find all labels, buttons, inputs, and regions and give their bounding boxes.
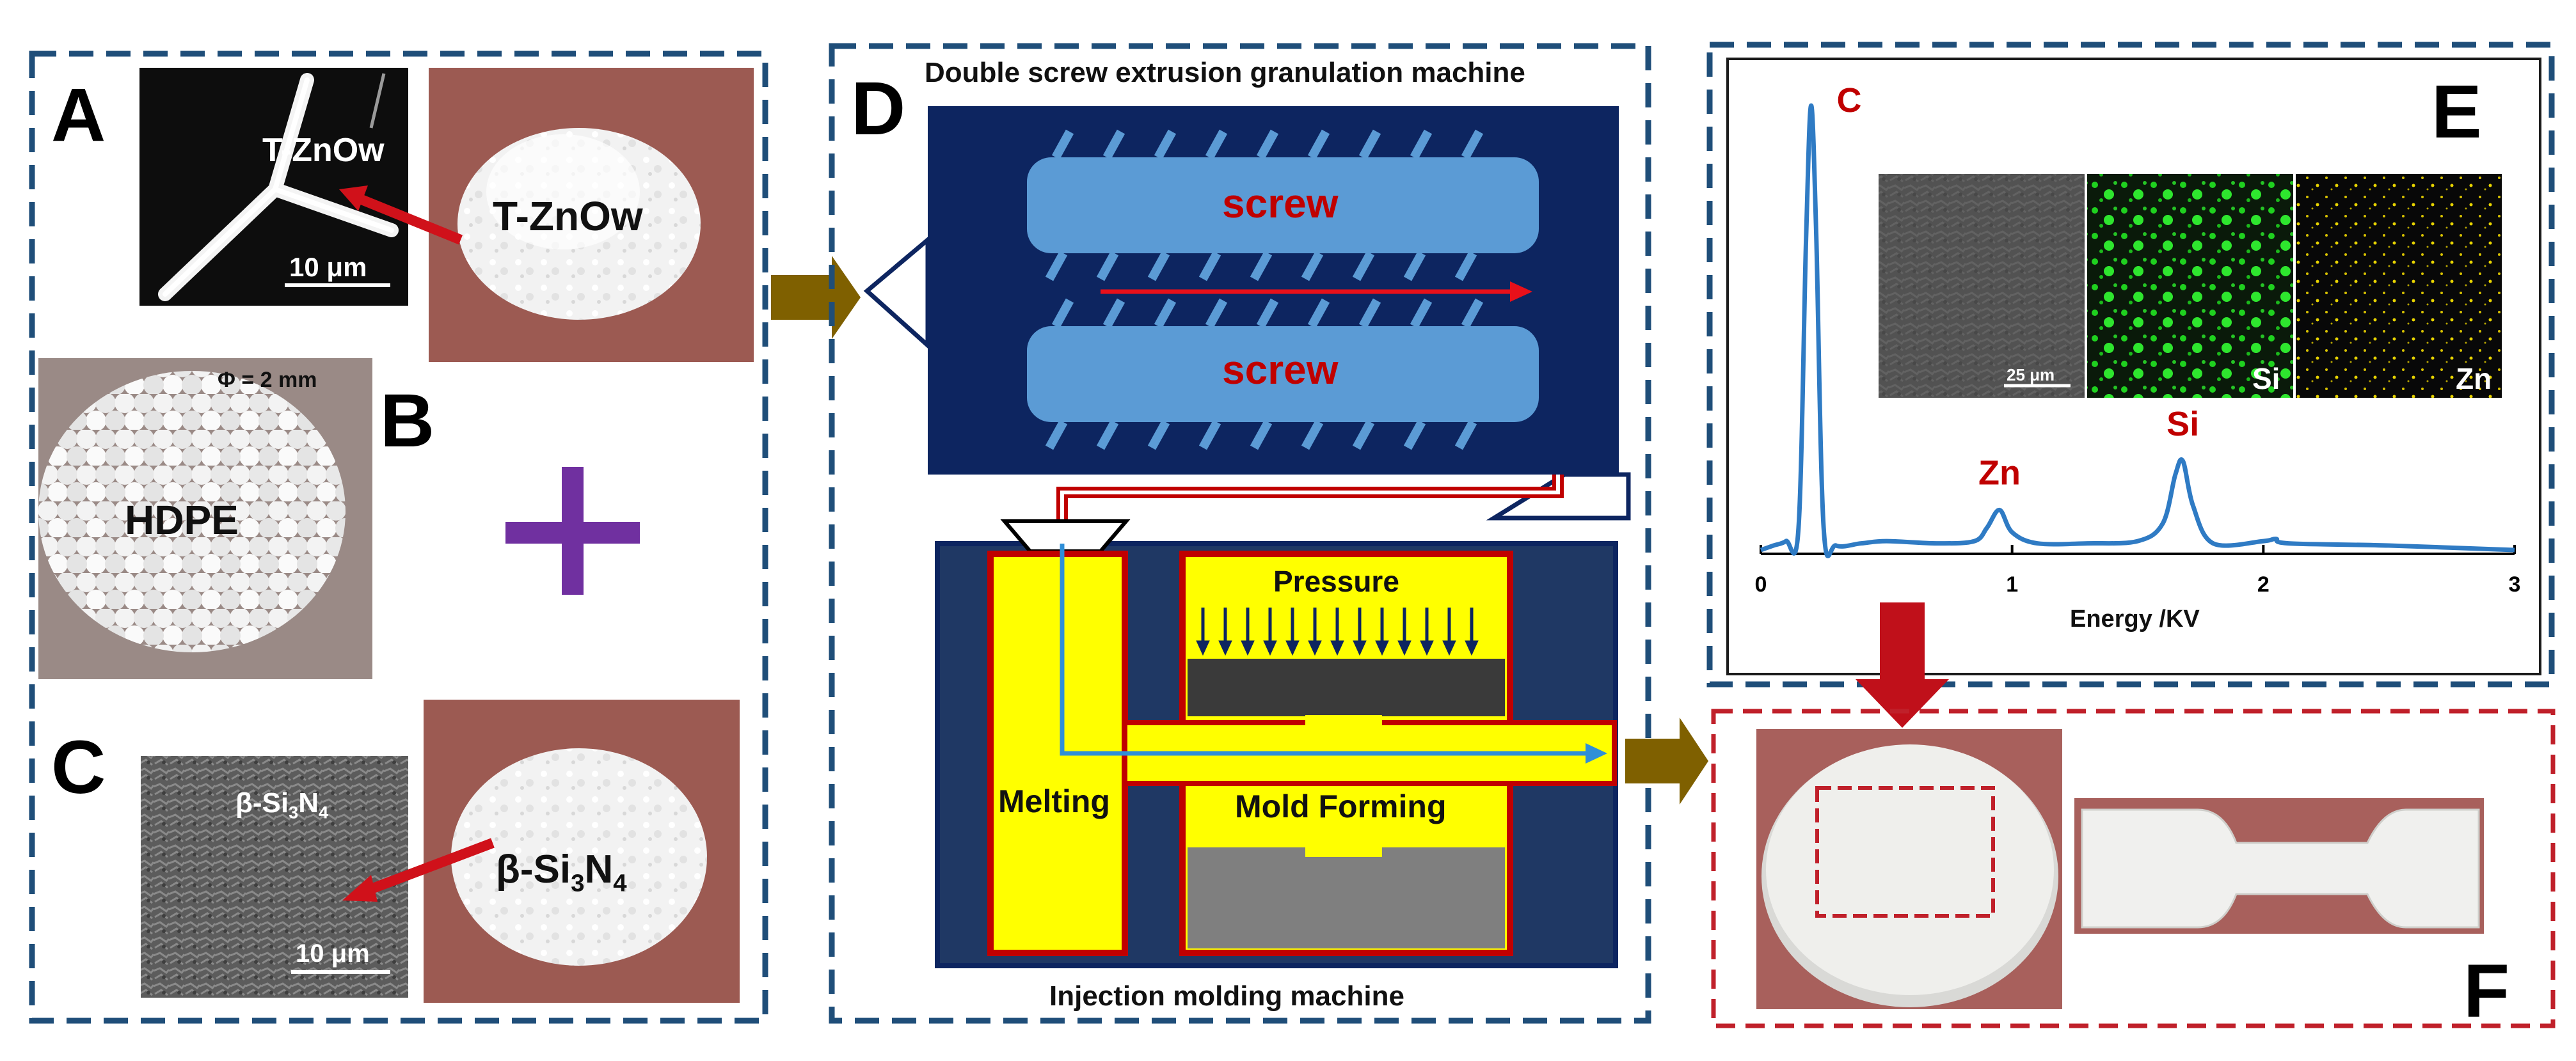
pressure-arrowhead [1465, 640, 1479, 656]
x-axis-label: Energy /KV [2070, 606, 2200, 633]
pressure-arrowhead [1218, 640, 1232, 656]
arrow-injection-to-product [1625, 718, 1708, 805]
extruder-title: Double screw extrusion granulation machi… [925, 57, 1525, 88]
melting-label: Melting [998, 783, 1110, 819]
x-tick-label: 0 [1755, 572, 1767, 597]
mold-cavity-bottom [1305, 843, 1382, 857]
sem-label-tzno: T-ZnOw [262, 132, 385, 169]
x-tick-label: 3 [2509, 572, 2521, 597]
photo-label-si3n4: β-Si3N4 [496, 847, 627, 897]
pressure-label: Pressure [1273, 565, 1399, 598]
pressure-arrowhead [1241, 640, 1255, 656]
photo-dumbbell-sample [2074, 798, 2484, 934]
screw-top-label: screw [1222, 180, 1339, 226]
melt-flow-arrowhead [1586, 743, 1607, 764]
pressure-arrowhead [1263, 640, 1277, 656]
panel-letter-d: D [851, 67, 905, 151]
x-tick-label: 1 [2006, 572, 2018, 597]
scale-bar-text-c: 10 μm [296, 939, 370, 968]
transfer-pipe [1056, 475, 1564, 536]
x-tick-label: 2 [2257, 572, 2270, 597]
disc-region-box [1815, 786, 1995, 918]
transfer-pipe-inner [1060, 475, 1560, 536]
pressure-arrowhead [1330, 640, 1344, 656]
eds-map-sem: 25 μm [1879, 174, 2085, 398]
inset-scale-text: 25 μm [2007, 365, 2055, 384]
sem-image-tzno: T-ZnOw 10 μm [139, 68, 408, 306]
upper-mold-plate [1188, 659, 1505, 716]
pressure-arrowhead [1285, 640, 1300, 656]
screw-bottom-label: screw [1222, 347, 1339, 393]
pressure-arrowhead [1442, 640, 1456, 656]
photo-tzno-powder: T-ZnOw [429, 68, 754, 362]
arrow-e-to-f-shaft [1880, 602, 1925, 679]
peak-label: Si [2167, 405, 2199, 443]
eds-map-si: Si [2087, 174, 2293, 398]
photo-hdpe-granules: HDPE Φ = 2 mm [38, 358, 372, 679]
eds-spectrum-line [1760, 103, 2515, 558]
panel-letter-a: A [51, 73, 106, 157]
panel-letter-c: C [51, 725, 106, 810]
arrow-si3n4-to-sem [369, 838, 495, 894]
inset-zn-label: Zn [2456, 362, 2492, 395]
panel-letter-f: F [2463, 949, 2509, 1033]
photo-disc-sample [1756, 729, 2062, 1009]
mold-cavity-top [1305, 715, 1382, 728]
scale-bar-text-a: 10 μm [289, 252, 367, 282]
pressure-arrowhead [1397, 640, 1411, 656]
left-panel-border [29, 51, 768, 1024]
screw-bottom: screw [1027, 298, 1539, 450]
arrowhead-si3n4 [342, 875, 378, 902]
panel-f-border [1711, 709, 2556, 1028]
sem-image-si3n4: β-Si3N4 10 μm [141, 756, 408, 998]
extruder-inlet-hopper [863, 235, 930, 350]
photo-label-tzno: T-ZnOw [493, 193, 643, 239]
pressure-arrowhead [1196, 640, 1210, 656]
lower-mold-plate [1188, 847, 1505, 948]
inset-si-label: Si [2252, 362, 2280, 395]
peak-label: C [1837, 81, 1862, 120]
screw-top: screw [1027, 129, 1539, 281]
panel-letter-b: B [380, 379, 434, 463]
panel-d-border [829, 43, 1651, 1024]
photo-label-hdpe: HDPE [125, 497, 239, 543]
plus-sign [505, 467, 640, 595]
panel-letter-e: E [2431, 70, 2482, 154]
pressure-arrows [1196, 608, 1479, 656]
pressure-arrowhead [1308, 640, 1322, 656]
diameter-label: Φ = 2 mm [218, 368, 317, 392]
flow-arrowhead-extruder [1510, 281, 1532, 302]
arrowhead-tzno [339, 185, 368, 211]
arrow-e-to-f-head [1856, 679, 1949, 728]
melt-flow-line [1060, 544, 1587, 756]
pressure-arrowhead [1353, 640, 1367, 656]
sem-label-si3n4: β-Si3N4 [235, 787, 329, 822]
mold-forming-label: Mold Forming [1235, 789, 1447, 824]
arrow-tzno-to-sem [356, 193, 463, 245]
panel-e-border [1706, 42, 2555, 688]
pressure-arrowhead [1420, 640, 1434, 656]
eds-map-zn: Zn [2296, 174, 2502, 398]
injection-title: Injection molding machine [1049, 980, 1404, 1012]
pressure-arrowhead [1375, 640, 1389, 656]
arrow-left-to-extruder [771, 256, 861, 339]
peak-label: Zn [1978, 453, 2021, 492]
